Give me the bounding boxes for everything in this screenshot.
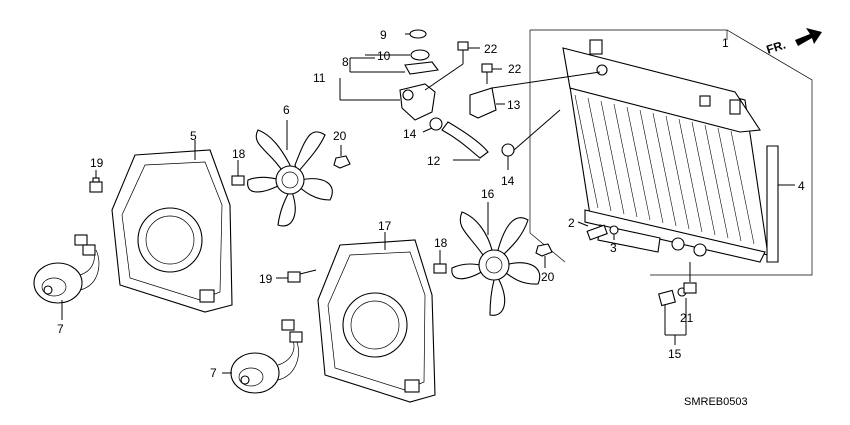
callout-7a: 7 <box>57 322 64 336</box>
bolt-18-left <box>231 160 245 186</box>
callout-10: 10 <box>377 49 391 63</box>
fan-motor-left <box>33 234 100 320</box>
callout-22b: 22 <box>508 62 522 76</box>
callout-13: 13 <box>507 98 521 112</box>
callout-11: 11 <box>313 71 326 85</box>
radiator-core-fins <box>574 94 755 245</box>
callout-22a: 22 <box>484 42 498 56</box>
bolt-18-right <box>433 250 447 274</box>
callout-18a: 18 <box>232 147 246 161</box>
cooling-fan-right <box>451 202 541 316</box>
bolt-19-left <box>89 170 103 193</box>
callout-8: 8 <box>342 55 349 69</box>
front-direction-arrow: FR. <box>765 28 822 57</box>
callout-labels: 1 2 3 4 5 6 7 7 8 9 10 11 12 13 14 14 15… <box>57 28 805 380</box>
callout-14b: 14 <box>501 174 515 188</box>
nut-20-left <box>333 145 351 169</box>
radiator-side-seal <box>766 145 795 263</box>
callout-17: 17 <box>378 219 392 233</box>
callout-9: 9 <box>380 28 387 42</box>
callout-15: 15 <box>668 347 682 361</box>
callout-16: 16 <box>481 187 495 201</box>
nut-20-right <box>535 243 553 268</box>
bolt-22-upper <box>424 41 480 91</box>
bolt-22-lower <box>481 63 502 84</box>
callout-14a: 14 <box>403 127 417 141</box>
callout-3: 3 <box>610 241 617 255</box>
fan-shroud-left <box>111 140 233 313</box>
bolt-19-right <box>276 269 317 283</box>
diagram-code: SMREB0503 <box>684 396 748 408</box>
cooling-fan-left <box>247 120 333 227</box>
fan-shroud-right <box>317 232 436 403</box>
front-direction-label: FR. <box>765 38 788 57</box>
fan-motor-right <box>222 319 303 394</box>
radiator <box>562 39 769 263</box>
drain-plug <box>577 221 619 241</box>
callout-5: 5 <box>190 129 197 143</box>
callout-4: 4 <box>798 179 805 193</box>
callout-20a: 20 <box>333 129 347 143</box>
upper-hose <box>422 109 561 170</box>
callout-2: 2 <box>568 216 575 230</box>
callout-1: 1 <box>722 36 729 50</box>
callout-21: 21 <box>680 311 694 325</box>
temperature-switch <box>658 262 697 345</box>
radiator-cap-assembly <box>339 29 439 121</box>
callout-6: 6 <box>283 103 290 117</box>
callout-18b: 18 <box>434 236 448 250</box>
hose-bracket <box>469 71 601 119</box>
callout-12: 12 <box>427 154 441 168</box>
callout-7b: 7 <box>210 366 217 380</box>
callout-19a: 19 <box>90 156 104 170</box>
callout-20b: 20 <box>541 270 555 284</box>
callout-19b: 19 <box>259 272 273 286</box>
